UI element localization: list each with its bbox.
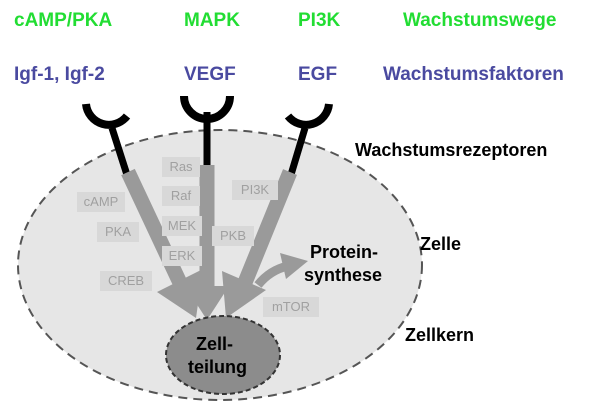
pathway-arrow-left-shaft	[121, 168, 188, 289]
molecule-pkb: PKB	[212, 226, 254, 246]
cell-division-label-line1: Zell-	[196, 334, 234, 354]
molecule-pka: PKA	[97, 222, 139, 242]
factor-label-vegf: VEGF	[184, 64, 236, 85]
molecule-erk: ERK	[162, 246, 202, 266]
molecule-pi3k: PI3K	[232, 180, 278, 200]
pathway-label-pi3k: PI3K	[298, 10, 341, 31]
receptor-cup-right	[284, 103, 333, 129]
molecule-creb: CREB	[100, 271, 152, 291]
molecule-mtor: mTOR	[263, 297, 319, 317]
molecule-camp: cAMP	[77, 192, 125, 212]
pathway-arrow-left-head	[157, 269, 203, 318]
molecule-ras: Ras	[162, 157, 200, 177]
factor-label-igf: Igf-1, Igf-2	[14, 64, 105, 85]
molecule-mek: MEK	[162, 216, 202, 236]
factor-heading: Wachstumsfaktoren	[383, 64, 564, 85]
factor-label-egf: EGF	[298, 64, 338, 85]
receptor-cup-left	[82, 103, 131, 129]
receptor-stem-right	[286, 126, 309, 180]
protein-synthesis-label-line1: Protein-	[310, 242, 379, 262]
nucleus-label: Zellkern	[405, 325, 475, 345]
receptors-label: Wachstumsrezeptoren	[355, 140, 548, 160]
pathway-arrow-right-shaft	[237, 169, 297, 288]
cell-label: Zelle	[420, 234, 462, 254]
protein-synthesis-label-line2: synthese	[304, 265, 383, 285]
cell-division-label-line2: teilung	[188, 357, 247, 377]
pathway-arrow-right-head	[222, 271, 266, 318]
pathway-arrow-middle-head	[185, 286, 229, 320]
molecule-raf: Raf	[162, 186, 200, 206]
pathway-label-camp-pka: cAMP/PKA	[14, 10, 113, 31]
receptor-cup-middle	[180, 95, 234, 123]
receptor-stem-left	[108, 126, 132, 180]
pathway-heading: Wachstumswege	[403, 10, 557, 31]
nucleus	[165, 315, 281, 395]
pathway-label-mapk: MAPK	[184, 10, 240, 31]
protein-synthesis-arrow-head	[280, 253, 308, 279]
